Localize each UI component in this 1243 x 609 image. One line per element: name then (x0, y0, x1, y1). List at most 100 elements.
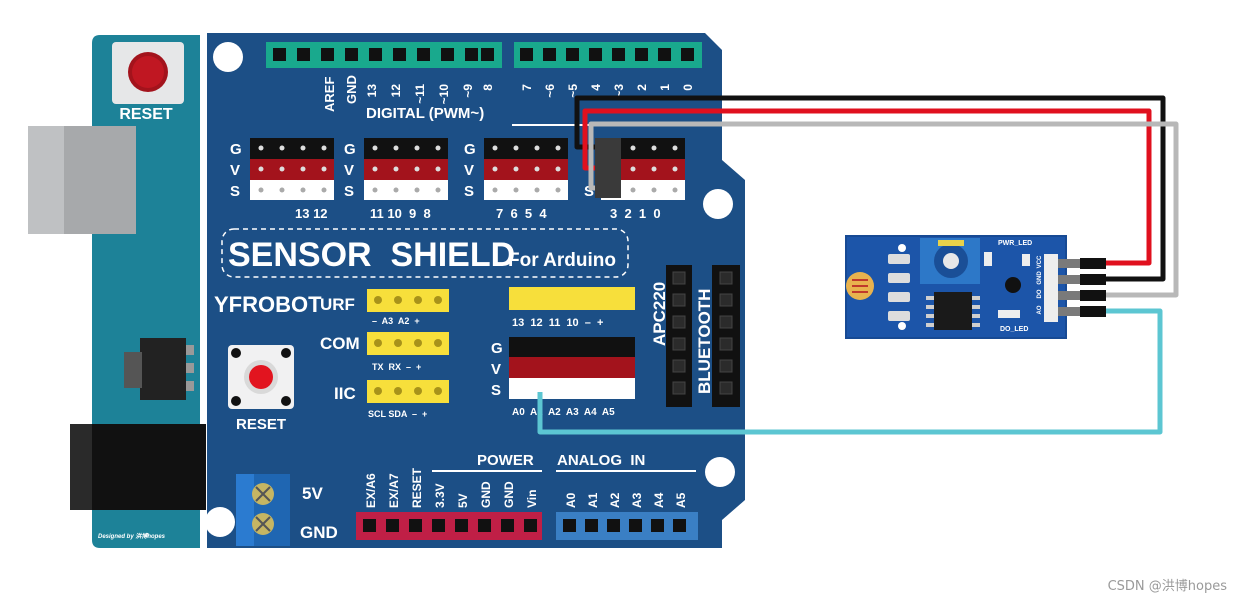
digital-pin-label: 7 (520, 84, 534, 91)
digital-pin-label: 0 (681, 84, 695, 91)
potentiometer-icon (920, 238, 980, 284)
pin-dot (393, 187, 399, 193)
com-header (367, 332, 449, 355)
pin-dot (414, 339, 422, 347)
pin-dot (651, 187, 657, 193)
gvs-row-label: G (230, 141, 242, 158)
pin-dot (374, 339, 382, 347)
module-pin-label: GND (1037, 271, 1043, 285)
pin-dot (374, 296, 382, 304)
pin-dot (434, 339, 442, 347)
pin-dot (300, 166, 306, 172)
bluetooth-label: BLUETOOTH (695, 289, 714, 394)
shield-title: SENSOR SHIELD (228, 236, 515, 274)
power-pin-label: 5V (456, 493, 470, 508)
pin-dot (374, 387, 382, 395)
header-13-plus-labels: 13 12 11 10 – + (512, 317, 603, 329)
iic-header (367, 380, 449, 403)
pin-dot (492, 187, 498, 193)
power-pin-label: EX/A6 (364, 473, 378, 508)
digital-pin-label: 1 (658, 84, 672, 91)
pin-dot (630, 145, 636, 151)
analog-pin-label: A5 (674, 492, 688, 508)
gvs-row-label: V (464, 162, 474, 179)
terminal-gnd-label: GND (300, 523, 338, 542)
digital-pin-label: 2 (635, 84, 649, 91)
brand-label: YFROBOT (214, 292, 322, 317)
header-13-plus (509, 287, 635, 310)
pin-dot (372, 166, 378, 172)
gvs-row-label: S (464, 183, 474, 200)
pin-dot (492, 166, 498, 172)
pin-dot (393, 166, 399, 172)
digital-pin-label: ~3 (612, 84, 626, 98)
pin-dot (394, 387, 402, 395)
gvs-signal-row (250, 180, 334, 200)
pin-dot (651, 145, 657, 151)
pin-socket (719, 381, 733, 395)
pin-dot (414, 166, 420, 172)
module-pin-label: VCC (1037, 255, 1043, 268)
pin-dot (394, 339, 402, 347)
digital-pin-label: ~11 (413, 84, 427, 104)
reset-button-shield[interactable] (228, 345, 294, 409)
pin-dot (258, 187, 264, 193)
analog-pin-label: A1 (586, 492, 600, 508)
pin-dot (672, 145, 678, 151)
pin-socket (629, 519, 642, 532)
pin-dot (372, 187, 378, 193)
pin-dot (534, 145, 540, 151)
urf-pin-labels: – A3 A2 + (372, 316, 420, 326)
pin-dot (279, 187, 285, 193)
pin-dot (414, 187, 420, 193)
pin-socket (672, 337, 686, 351)
do-led-label: DO_LED (1000, 326, 1028, 333)
pin-dot (321, 166, 327, 172)
pin-dot (534, 166, 540, 172)
pin-dot (672, 166, 678, 172)
pin-dot (300, 145, 306, 151)
pin-dot (672, 187, 678, 193)
pin-dot (630, 187, 636, 193)
pin-dot (414, 387, 422, 395)
apc220-label: APC220 (650, 282, 669, 346)
terminal-5v-label: 5V (302, 484, 323, 503)
pin-dot (534, 187, 540, 193)
pin-socket (478, 519, 491, 532)
analog-gvs-labels: A0 A1 A2 A3 A4 A5 (512, 407, 615, 418)
pin-socket (672, 381, 686, 395)
gnd-label-top: GND (344, 75, 359, 104)
pin-dot (434, 296, 442, 304)
dc-jack (70, 424, 206, 510)
pin-dot (555, 166, 561, 172)
gvs-signal-row (364, 180, 448, 200)
pin-socket (386, 519, 399, 532)
pin-group-3-0: 3 2 1 0 (610, 206, 661, 221)
pin-socket (409, 519, 422, 532)
gvs-ground-row (364, 138, 448, 159)
gvs-row-label: S (230, 183, 240, 200)
comparator-chip (926, 292, 980, 330)
gvs-power-row (601, 159, 685, 180)
pin-socket (501, 519, 514, 532)
pin-dot (513, 145, 519, 151)
power-header (356, 512, 542, 540)
pin-dot (414, 296, 422, 304)
analog-pin-label: A2 (608, 492, 622, 508)
analog-s: S (491, 382, 501, 399)
pin-dot (630, 166, 636, 172)
analog-pin-label: A0 (564, 492, 578, 508)
digital-pin-label: 12 (389, 84, 403, 98)
pin-dot (435, 145, 441, 151)
gvs-ground-row (484, 138, 568, 159)
pin-socket (672, 271, 686, 285)
digital-pin-label: ~9 (461, 84, 475, 98)
analog-in-label: ANALOG IN (557, 452, 645, 469)
power-pin-label: GND (479, 481, 493, 508)
pin-socket (672, 293, 686, 307)
shield-subtitle: For Arduino (508, 250, 616, 271)
